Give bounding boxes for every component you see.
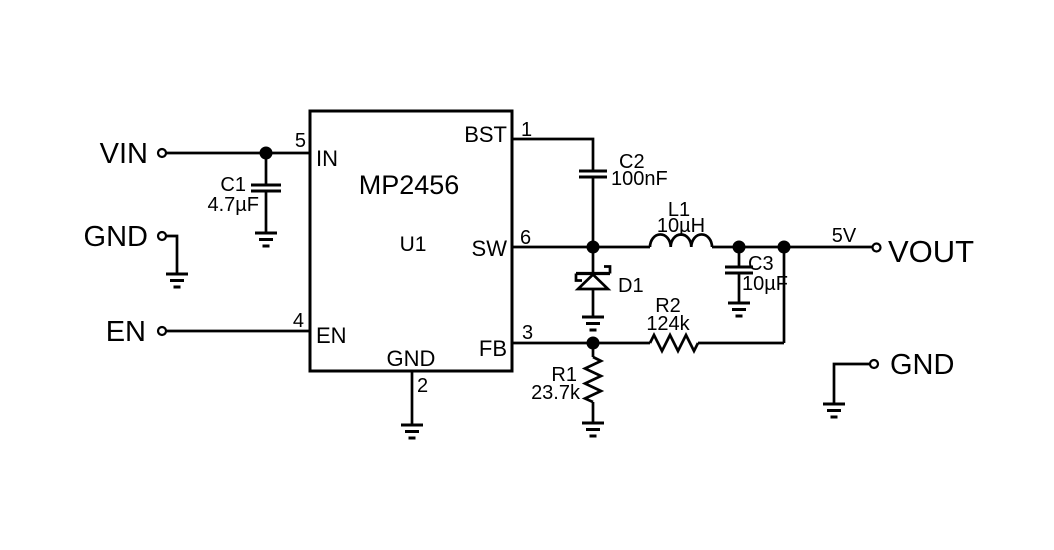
ground-symbol-r1 [580, 421, 606, 438]
resistor-r2-symbol [648, 331, 700, 355]
terminal-label-gnd-right: GND [890, 349, 954, 381]
junction-vin-c1 [259, 146, 273, 160]
terminal-label-vin: VIN [100, 138, 148, 170]
pin-name-in: IN [316, 146, 338, 171]
c2-value: 100nF [611, 168, 668, 190]
ground-symbol-c3 [726, 301, 752, 318]
resistor-r1-symbol [581, 355, 605, 404]
pin-number-6: 6 [520, 227, 531, 249]
ground-symbol-c1 [253, 231, 279, 248]
ground-symbol-gnd-right [821, 402, 847, 419]
capacitor-c1-symbol [251, 183, 281, 193]
pin-name-fb: FB [479, 336, 507, 361]
terminal-en [156, 325, 168, 337]
d1-ref: D1 [618, 275, 644, 297]
junction-vout-c3 [732, 240, 746, 254]
pin-number-5: 5 [295, 130, 306, 152]
pin-number-3: 3 [522, 322, 533, 344]
r1-value: 23.7k [531, 382, 581, 404]
ic-refdes: U1 [400, 233, 427, 256]
terminal-label-vout: VOUT [888, 234, 974, 269]
c1-ref: C1 [220, 174, 246, 196]
ground-symbol-ic-gnd [399, 423, 425, 440]
terminal-vin [156, 147, 168, 159]
diode-d1-symbol [574, 265, 612, 291]
pin-number-4: 4 [293, 310, 304, 332]
r2-value: 124k [646, 313, 690, 335]
pin-name-en: EN [316, 323, 347, 348]
terminal-gnd-left [156, 230, 168, 242]
terminal-vout [871, 242, 882, 253]
capacitor-c2-symbol [579, 169, 607, 179]
ground-symbol-d1 [580, 315, 606, 332]
wire-gnd-left [166, 234, 179, 274]
c1-value: 4.7µF [207, 194, 259, 216]
l1-value: 10µH [657, 215, 705, 237]
terminal-gnd-right [868, 358, 880, 370]
inductor-l1-symbol [648, 233, 714, 248]
junction-vout-feedback [777, 240, 791, 254]
junction-sw-node [586, 240, 600, 254]
r2-ref: R2 [655, 295, 681, 317]
output-voltage-label: 5V [832, 225, 857, 247]
wire-bst-to-c2 [512, 137, 595, 170]
c3-ref: C3 [748, 253, 774, 275]
c3-value: 10µF [742, 273, 788, 295]
pin-number-2: 2 [417, 375, 428, 397]
capacitor-c3-symbol [725, 265, 753, 275]
ground-symbol-gnd-left [164, 272, 190, 289]
l1-ref: L1 [668, 199, 690, 221]
pin-name-gnd: GND [387, 346, 436, 371]
ic-part-number: MP2456 [359, 170, 460, 200]
r1-ref: R1 [551, 364, 577, 386]
pin-name-bst: BST [464, 122, 507, 147]
pin-number-1: 1 [521, 119, 532, 141]
c2-ref: C2 [619, 151, 645, 173]
pin-name-sw: SW [472, 236, 508, 261]
terminal-label-en: EN [106, 316, 146, 348]
wire-gnd-right [832, 362, 870, 404]
ic-body [308, 109, 514, 373]
junction-fb-node [586, 336, 600, 350]
terminal-label-gnd-left: GND [84, 221, 148, 253]
